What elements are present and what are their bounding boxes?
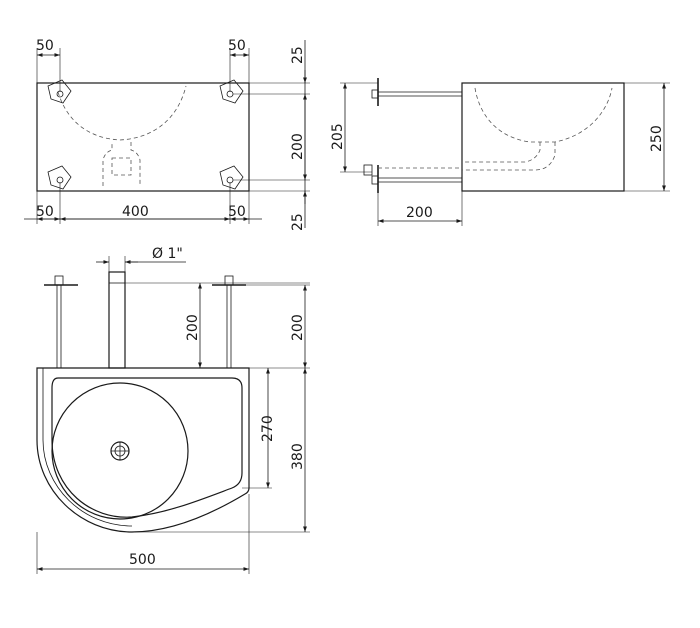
dim-total-depth: 380	[290, 443, 306, 470]
front-bracket-bl	[47, 165, 72, 190]
side-view: 205 250 200	[330, 78, 670, 226]
side-hidden-drain	[462, 142, 556, 171]
top-left-rod	[44, 275, 78, 368]
top-view: Ø 1" 200 200 270 380 500	[36, 246, 310, 574]
dim-top-right-offset: 50	[228, 38, 246, 54]
drain-icon	[110, 441, 130, 461]
front-view: 50 50 50 400 50 25 200 25	[24, 38, 310, 231]
top-right-rod	[212, 275, 246, 368]
front-bracket-br	[219, 165, 244, 190]
side-lower-rod	[363, 164, 462, 193]
side-upper-rod	[371, 78, 462, 106]
supply-pipe	[108, 271, 126, 369]
dim-pipe-diameter: Ø 1"	[152, 246, 183, 262]
front-hidden-drain	[102, 142, 141, 186]
dim-bottom-right-offset: 50	[228, 204, 246, 220]
dim-top-margin: 25	[290, 46, 306, 64]
dim-rod-length: 200	[290, 314, 306, 341]
dim-side-205: 205	[330, 123, 346, 150]
basin-inner	[51, 377, 243, 518]
dim-total-width: 500	[129, 552, 156, 568]
dim-inner-depth: 270	[260, 415, 276, 442]
front-hidden-basin	[57, 85, 187, 141]
dim-bottom-margin: 25	[290, 213, 306, 231]
dim-side-250: 250	[649, 125, 665, 152]
dim-bottom-left-offset: 50	[36, 204, 54, 220]
front-panel	[36, 82, 250, 192]
dim-bottom-width: 400	[122, 204, 149, 220]
front-hidden-trap	[111, 157, 132, 176]
basin-outer	[36, 367, 250, 533]
side-hidden-basin	[474, 87, 613, 143]
basin-bowl	[51, 382, 189, 520]
basin-rim-offset	[42, 368, 133, 527]
dim-bracket-spacing: 200	[290, 133, 306, 160]
dim-side-200: 200	[406, 205, 433, 221]
dim-top-left-offset: 50	[36, 38, 54, 54]
side-body	[461, 82, 625, 192]
dim-pipe-length: 200	[185, 314, 201, 341]
